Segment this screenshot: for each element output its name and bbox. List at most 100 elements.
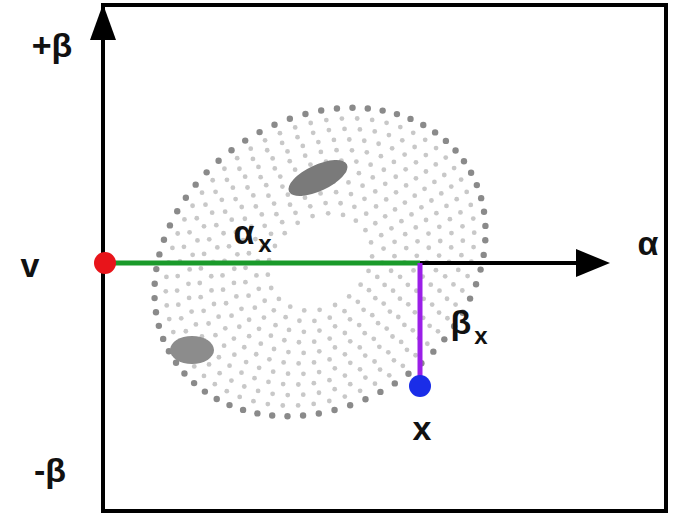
cloud-dot [415, 239, 420, 244]
cloud-dot [343, 352, 348, 357]
sample-point [409, 375, 431, 397]
cloud-dot [302, 111, 308, 117]
cloud-dot [308, 121, 313, 126]
cloud-dot [331, 407, 337, 413]
cloud-dot [284, 413, 290, 419]
cloud-dot [254, 352, 259, 357]
cloud-dot [362, 138, 367, 143]
cloud-dot [364, 150, 369, 155]
cloud-dot [221, 231, 226, 236]
alpha-distance-line [105, 261, 420, 266]
cloud-dot [278, 174, 283, 179]
cloud-dot [251, 399, 256, 404]
cloud-dot [280, 403, 285, 408]
cloud-dot [272, 347, 277, 352]
cloud-dot [362, 331, 367, 336]
cloud-dot [194, 216, 199, 221]
cloud-dot [278, 131, 283, 136]
cloud-dot [222, 166, 227, 171]
cloud-dot [327, 378, 332, 383]
cloud-dot [217, 371, 222, 376]
cloud-dot [399, 340, 404, 345]
cloud-dot [363, 375, 368, 380]
cloud-dot [297, 318, 302, 323]
cloud-dot [295, 135, 300, 140]
point-label: x [413, 411, 432, 445]
cloud-dot [381, 301, 386, 306]
cloud-dot [327, 315, 332, 320]
cloud-dot [219, 197, 224, 202]
cloud-dot [387, 133, 392, 138]
cloud-dot [399, 219, 404, 224]
cloud-dot [389, 226, 394, 231]
cloud-dot [203, 202, 208, 207]
cloud-dot [264, 183, 269, 188]
cloud-dot [215, 158, 221, 164]
cloud-dot [215, 245, 220, 250]
cloud-dot [384, 326, 389, 331]
cloud-dot [326, 211, 331, 216]
cloud-dot [362, 396, 368, 402]
cloud-dot [387, 373, 392, 378]
cloud-dot [354, 159, 359, 164]
cloud-dot [272, 201, 277, 206]
point-label: v [21, 248, 40, 282]
cloud-patch [284, 153, 353, 204]
cloud-dot [195, 238, 200, 243]
cloud-dot [434, 146, 439, 151]
cloud-dot [197, 281, 202, 286]
cloud-dot [346, 180, 351, 185]
cloud-dot [265, 148, 270, 153]
cloud-dot [370, 313, 375, 318]
cloud-dot [207, 237, 212, 242]
cloud-dot [477, 266, 483, 272]
cloud-dot [369, 240, 374, 245]
cloud-dot [383, 181, 388, 186]
alpha-arrowhead [576, 249, 610, 277]
cloud-dot [433, 162, 438, 167]
cloud-dot [460, 238, 465, 243]
cloud-dot [454, 197, 459, 202]
cloud-dot [242, 384, 247, 389]
cloud-dot [308, 204, 313, 209]
cloud-dot [296, 382, 301, 387]
cloud-dot [201, 308, 206, 313]
cloud-dot [434, 268, 439, 273]
cloud-dot [414, 176, 419, 181]
cloud-dot [437, 310, 442, 315]
cloud-dot [235, 252, 240, 257]
cloud-dot [430, 348, 436, 354]
cloud-dot [383, 214, 388, 219]
cloud-dot [190, 203, 195, 208]
cloud-dot [229, 378, 234, 383]
cloud-dot [467, 295, 473, 301]
cloud-dot [257, 326, 262, 331]
cloud-dot [444, 204, 449, 209]
cloud-dot [192, 181, 198, 187]
cloud-dot [254, 273, 259, 278]
cloud-patch [170, 336, 214, 364]
cloud-dot [243, 174, 248, 179]
cloud-dot [459, 177, 464, 182]
cloud-dot [404, 183, 409, 188]
cloud-dot [189, 309, 194, 314]
cloud-dot [240, 407, 246, 413]
cloud-dot [242, 345, 247, 350]
cloud-dot [411, 130, 416, 135]
cloud-dot [420, 122, 426, 128]
cloud-dot [451, 282, 456, 287]
cloud-dot [206, 321, 211, 326]
cloud-dot [429, 198, 434, 203]
cloud-dot [227, 363, 232, 368]
cloud-dot [366, 269, 371, 274]
cloud-dot [373, 296, 378, 301]
cloud-dot [316, 140, 321, 145]
cloud-dot [293, 125, 298, 130]
cloud-dot [262, 315, 267, 320]
cloud-dot [216, 314, 221, 319]
cloud-dot [434, 211, 439, 216]
cloud-dot [256, 164, 261, 169]
cloud-dot [387, 309, 392, 314]
cloud-dot [413, 225, 418, 230]
cloud-dot [296, 403, 301, 408]
